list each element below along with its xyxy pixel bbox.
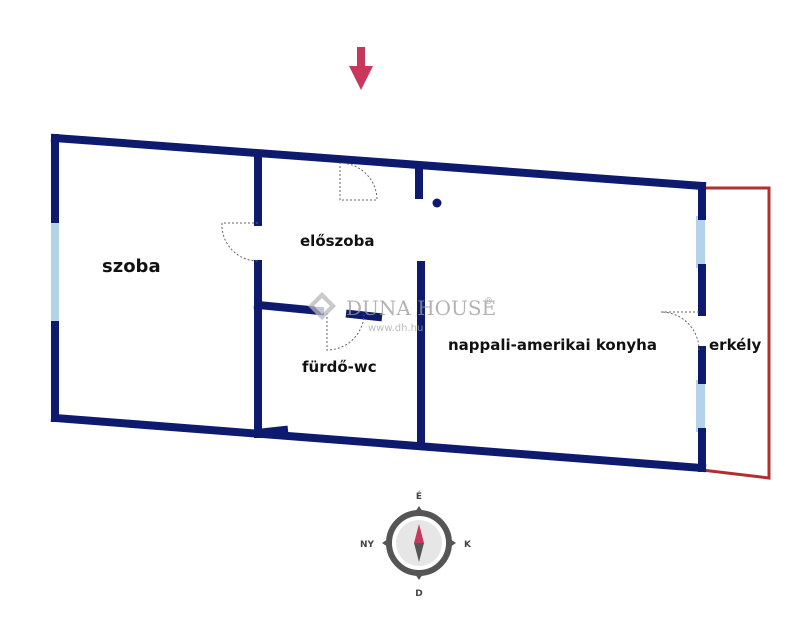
wall-south [50,413,707,473]
room-label-furdo-wc: fürdő-wc [302,358,377,376]
watermark: DUNA HOUSE ® www.dh.hu [308,292,496,334]
balcony-outline [701,186,771,480]
wall-bath-south [261,425,289,437]
compass-north: É [416,490,422,502]
compass-icon: É K D NY [360,490,472,599]
room-label-eloszoba: előszoba [300,232,374,250]
room-label-nappali: nappali-amerikai konyha [448,336,657,354]
column-marker [432,198,442,208]
room-label-szoba: szoba [102,256,161,277]
watermark-registered: ® [484,297,493,307]
windows [51,216,705,432]
doors [221,162,700,351]
door-entrance [339,162,378,201]
duna-house-logo-icon [308,292,336,320]
window-west [51,219,59,325]
door-erkely [660,311,700,351]
wall-bath-north-a [253,300,325,316]
door-szoba [221,222,259,262]
wall-north [50,133,707,191]
entrance-arrow-icon [349,47,373,90]
window-balcony-lower [696,380,705,432]
room-label-erkely: erkély [709,336,761,354]
watermark-url: www.dh.hu [368,323,423,334]
compass-east: K [464,540,472,550]
compass-west: NY [360,540,375,550]
walls [50,133,707,473]
compass-south: D [415,589,422,599]
window-balcony-upper [696,216,705,268]
watermark-brand: DUNA HOUSE [346,296,496,320]
